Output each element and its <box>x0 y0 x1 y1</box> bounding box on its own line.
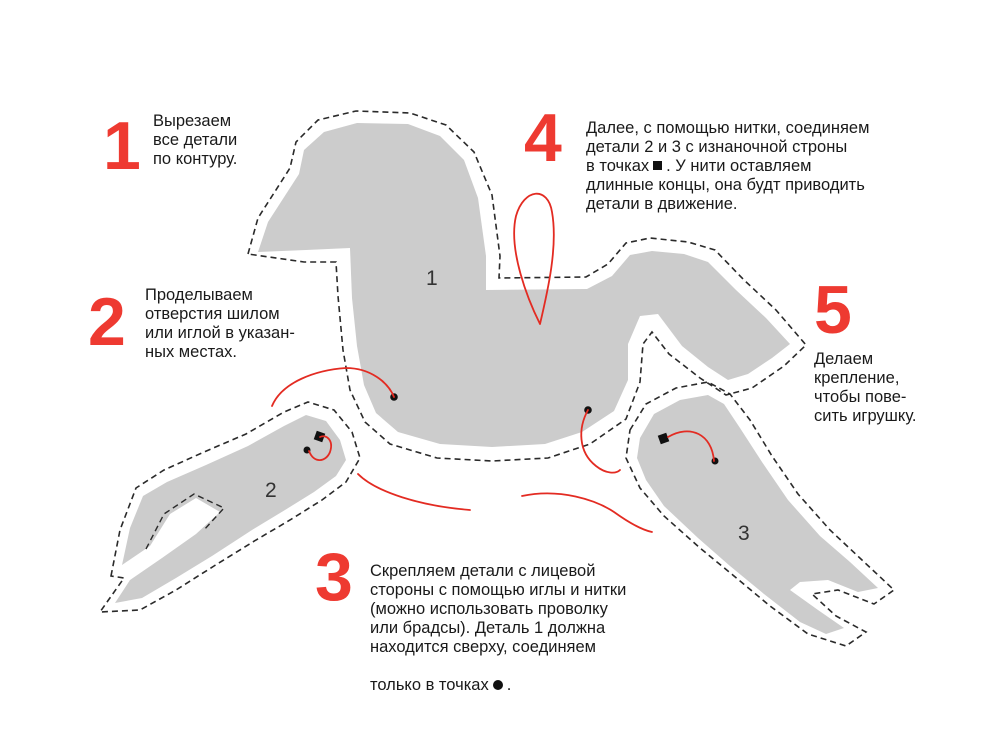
part-2-shape <box>115 415 346 603</box>
part-2-cut-line <box>98 401 361 613</box>
thread-bottom-left <box>357 473 471 511</box>
part-3-cut-line <box>625 381 896 647</box>
step-4-number: 4 <box>524 100 562 176</box>
part-3-shape <box>637 395 878 634</box>
step-2-text: Проделываем отверстия шилом или иглой в … <box>145 286 295 361</box>
threads <box>271 192 715 533</box>
step-3-text-body: Скрепляем детали с лицевой стороны с пом… <box>370 562 627 656</box>
step-3-number: 3 <box>315 539 353 615</box>
thread-back-hang <box>580 409 621 474</box>
step-5-number: 5 <box>814 272 852 348</box>
step-3-text-last-line-end: . <box>506 676 512 694</box>
step-4-text-after-symbol: . У нити оставляем длинные концы, она бу… <box>586 157 865 213</box>
step-5-text: Делаем крепление, чтобы пове- сить игруш… <box>814 350 917 425</box>
part-2-inner-cut-line <box>145 493 226 550</box>
square-marker-icon <box>653 161 663 171</box>
part-3-back-leg: 3 <box>625 381 896 647</box>
step-4-text-before-symbol: Далее, с помощью нитки, соединяем детали… <box>586 119 870 175</box>
part-1-label: 1 <box>426 267 438 290</box>
step-4-text: Далее, с помощью нитки, соединяем детали… <box>586 100 926 214</box>
square-marker-back <box>657 432 670 445</box>
step-3-text-last-line: только в точках <box>370 676 489 694</box>
step-3-text: Скрепляем детали с лицевой стороны с пом… <box>370 543 670 695</box>
thread-bottom-right <box>521 492 653 533</box>
thread-front-top <box>271 367 395 407</box>
part-3-label: 3 <box>738 522 750 545</box>
part-2-label: 2 <box>265 479 277 502</box>
part-1-shape <box>258 123 790 447</box>
hole-point-back-leg <box>711 457 719 465</box>
thread-front-inner <box>308 435 332 462</box>
step-1-number: 1 <box>103 108 141 184</box>
step-2-number: 2 <box>88 284 126 360</box>
part-1-cut-line <box>246 110 808 462</box>
dot-marker-icon <box>492 679 503 690</box>
thread-back-inner <box>667 430 715 462</box>
thread-hanging-loop <box>513 192 555 325</box>
step-1-text: Вырезаем все детали по контуру. <box>153 112 238 168</box>
